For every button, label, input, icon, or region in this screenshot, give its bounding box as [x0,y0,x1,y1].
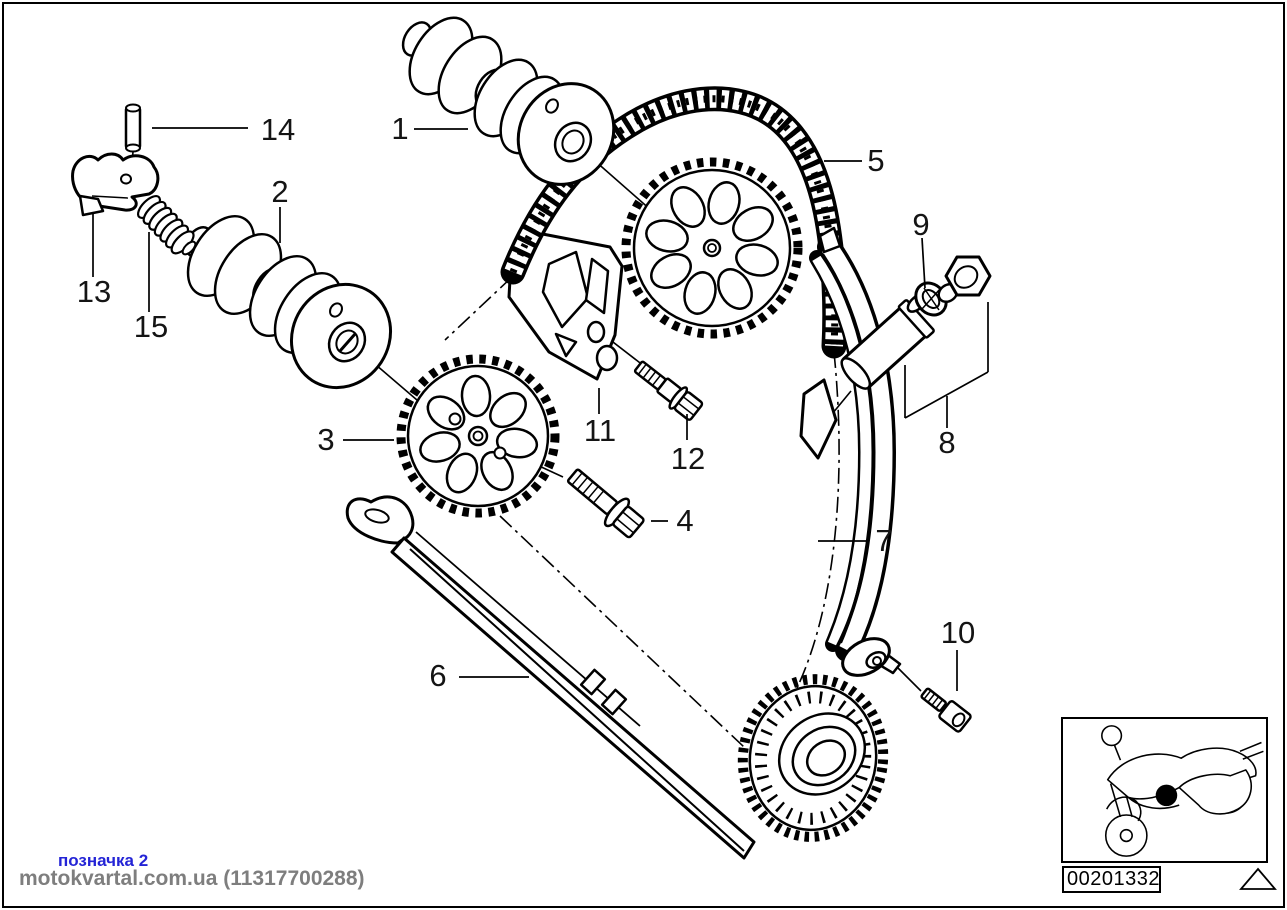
chain-phantom-lines [444,276,840,748]
position-triangle-icon [1239,867,1277,890]
rocker-13-drawing [71,152,160,217]
watermark-site-text: motokvartal.com.ua (11317700288) [19,867,365,890]
callout-leader-lines [92,127,989,691]
watermark-label: позначка 2 [58,851,149,870]
pin-14-drawing [124,103,142,153]
sprocket-3-drawing [396,354,560,518]
callout-14-label: 14 [261,112,295,147]
cam-sprocket-drawing [621,157,803,339]
bolt-10-drawing [920,687,972,733]
diagram-code-box: 00201332 [1062,866,1161,893]
callout-10-label: 10 [941,615,975,650]
crankshaft-gear-drawing [737,674,889,842]
spring-15-drawing [136,194,197,256]
callout-11-label: 11 [584,413,616,448]
camshaft-2-drawing [185,215,393,390]
callout-7-label: 7 [875,523,892,558]
bolt-12-drawing [633,360,704,421]
callout-5-label: 5 [867,143,884,178]
callout-1-label: 1 [391,111,408,146]
motorcycle-position-box [1061,717,1268,863]
guide-rail-6-drawing [345,495,756,860]
screw-plug-8-drawing [937,255,992,304]
callout-12-label: 12 [671,441,705,476]
callout-13-label: 13 [77,274,111,309]
tensioner-rail-7-drawing [799,226,902,677]
callout-9-label: 9 [912,207,929,242]
callout-3-label: 3 [317,422,334,457]
position-dot [1155,784,1178,807]
callout-6-label: 6 [429,658,446,693]
callout-labels: 1 2 3 4 5 6 7 8 9 10 11 12 13 14 15 [77,111,975,693]
camshaft-1-drawing [401,16,616,186]
callout-8-label: 8 [938,425,955,460]
callout-2-label: 2 [271,174,288,209]
bolt-4-drawing [566,468,645,539]
callout-4-label: 4 [676,503,693,538]
motorcycle-icon [1101,725,1264,857]
callout-15-label: 15 [134,309,168,344]
